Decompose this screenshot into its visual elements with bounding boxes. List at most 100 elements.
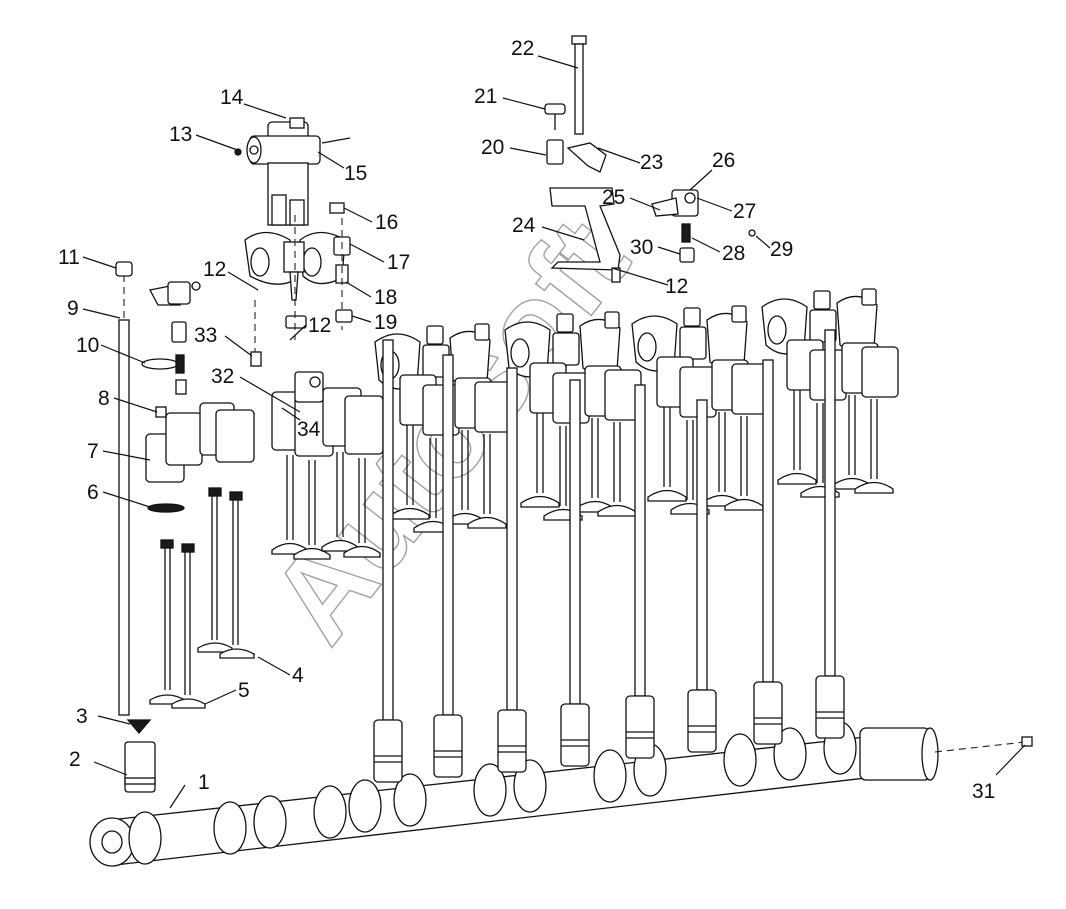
tappet	[373, 719, 403, 783]
callout-11: 11	[58, 246, 80, 269]
valve-stem	[286, 455, 294, 540]
adjuster	[731, 305, 747, 323]
valve-head	[777, 472, 817, 485]
valve-head	[293, 547, 331, 560]
spring-cup	[861, 346, 899, 398]
callout-2: 2	[69, 748, 81, 771]
cam-lobe	[213, 801, 247, 855]
valve-head	[647, 489, 687, 502]
valve-stem	[686, 420, 694, 500]
callout-19: 19	[374, 311, 397, 334]
cap-11	[115, 261, 133, 277]
valve-stem	[336, 452, 344, 537]
callout-14: 14	[220, 86, 244, 109]
adjuster	[426, 325, 444, 345]
callout-26: 26	[712, 149, 735, 172]
callout-1: 1	[198, 771, 210, 794]
cam-lobe	[393, 773, 427, 827]
tappet	[560, 703, 590, 767]
valve-stem	[848, 395, 856, 475]
callout-8: 8	[98, 387, 110, 410]
valve-stem	[483, 434, 491, 514]
tappet-groove	[688, 725, 716, 733]
cam-lobes	[128, 721, 857, 865]
adjuster	[604, 311, 620, 329]
valve-stem	[308, 460, 316, 545]
plug-31	[1021, 736, 1033, 747]
callout-4: 4	[292, 664, 304, 687]
rocker-bushing	[637, 332, 657, 362]
valve-head	[854, 481, 894, 494]
tappet	[753, 681, 783, 745]
callout-25: 25	[602, 186, 625, 209]
rocker-bushing	[767, 315, 787, 345]
callout-34: 34	[297, 418, 321, 441]
callout-3: 3	[76, 705, 88, 728]
spring-cup	[474, 381, 512, 433]
cam-lobe	[128, 811, 162, 865]
callout-9: 9	[67, 297, 79, 320]
valve-stem	[663, 407, 671, 487]
callout-6: 6	[87, 481, 99, 504]
valve-stem	[870, 399, 878, 479]
valve-group-2	[271, 371, 384, 560]
adjuster	[474, 323, 490, 341]
callout-16: 16	[375, 211, 398, 234]
pushrod	[762, 359, 774, 683]
callout-12-right: 12	[665, 275, 688, 298]
adjuster	[813, 290, 831, 310]
left-valve-group	[141, 281, 255, 709]
callout-24: 24	[512, 214, 536, 237]
rocker-bushing	[510, 338, 530, 368]
pedestal	[679, 326, 707, 360]
pushrod	[696, 399, 708, 691]
callout-7: 7	[87, 440, 99, 463]
valve-stem	[406, 425, 414, 505]
tappet	[433, 714, 463, 778]
bracket-assembly	[544, 35, 756, 283]
valve-stem	[461, 430, 469, 510]
tappet-groove	[434, 750, 462, 758]
cam-lobe	[313, 785, 347, 839]
callout-27: 27	[733, 200, 756, 223]
cam-lobe	[348, 779, 382, 833]
callout-29: 29	[770, 238, 793, 261]
pushrod	[442, 354, 454, 716]
callout-21: 21	[474, 85, 497, 108]
tappet-groove	[498, 745, 526, 753]
callout-32: 32	[211, 365, 234, 388]
valve-stem	[536, 413, 544, 493]
valve-stem	[591, 418, 599, 498]
pushrod-end-3	[126, 719, 152, 735]
valve-stem	[816, 403, 824, 483]
tappet-groove	[626, 731, 654, 739]
rocker-pedestal-group	[234, 117, 353, 367]
callout-12-left: 12	[203, 258, 226, 281]
pedestal	[552, 332, 580, 366]
cam-lobe	[253, 795, 287, 849]
tappet	[497, 709, 527, 773]
adjuster	[683, 307, 701, 327]
callout-31: 31	[972, 780, 995, 803]
callout-23: 23	[640, 151, 663, 174]
valve-stem	[740, 416, 748, 496]
callout-33: 33	[194, 324, 217, 347]
tappet-groove	[754, 717, 782, 725]
tappet-groove	[374, 755, 402, 763]
pushrod	[824, 329, 836, 677]
callout-10: 10	[76, 334, 99, 357]
callout-13: 13	[169, 123, 192, 146]
pushrod	[634, 384, 646, 697]
valve-stem	[793, 390, 801, 470]
camshaft	[89, 721, 939, 867]
callout-18: 18	[374, 286, 397, 309]
valve-head	[343, 545, 381, 558]
valve-head	[467, 516, 507, 529]
callout-12-mid: 12	[308, 314, 331, 337]
cam-lobe	[473, 763, 507, 817]
cam-lobe	[723, 733, 757, 787]
pushrods-with-tappets	[373, 329, 845, 783]
tappet-groove	[561, 739, 589, 747]
callout-labels: 1 2 3 4 5 6 7 8 9 10 11 12 12 12 13 14 1…	[58, 37, 995, 803]
